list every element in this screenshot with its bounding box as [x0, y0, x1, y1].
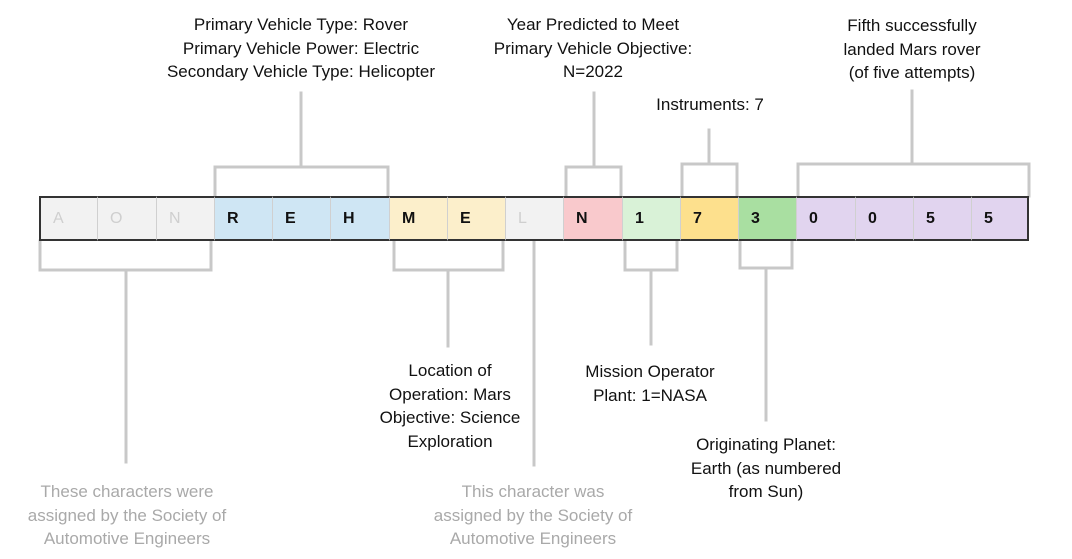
bracket-vehicle	[213, 91, 390, 198]
vin-char-9: L	[505, 196, 563, 241]
vin-char-1: A	[39, 196, 97, 241]
bracket-year	[564, 91, 623, 198]
bracket-instruments	[680, 128, 739, 198]
bracket-sae-group	[38, 239, 213, 464]
vin-char-17: 5	[971, 196, 1029, 241]
bracket-planet	[738, 239, 794, 422]
vin-char-10: N	[563, 196, 622, 241]
bracket-operator	[623, 239, 679, 346]
vin-char-7: M	[389, 196, 447, 241]
vin-char-16: 5	[913, 196, 971, 241]
bracket-operation	[392, 239, 505, 348]
vin-char-6: H	[330, 196, 389, 241]
vin-char-4: R	[214, 196, 272, 241]
vin-char-15: 0	[855, 196, 913, 241]
vin-char-3: N	[156, 196, 214, 241]
label-instruments: Instruments: 7	[656, 95, 764, 114]
vin-char-11: 1	[622, 196, 680, 241]
vin-char-13: 3	[738, 196, 796, 241]
vin-char-8: E	[447, 196, 505, 241]
vin-char-2: O	[97, 196, 156, 241]
bracket-sequence	[796, 89, 1031, 198]
vin-char-14: 0	[796, 196, 855, 241]
vin-char-5: E	[272, 196, 330, 241]
vin-char-12: 7	[680, 196, 738, 241]
